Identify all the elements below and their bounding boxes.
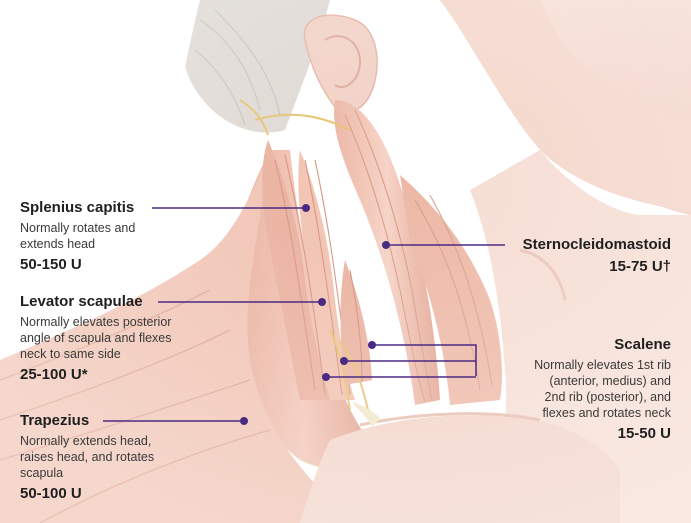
scalene-label: Scalene Normally elevates 1st rib (anter… (534, 336, 671, 443)
scalene-dot-2 (340, 357, 348, 365)
trapezius-label: Trapezius Normally extends head, raises … (20, 412, 154, 503)
levator-scapulae-label: Levator scapulae Normally elevates poste… (20, 293, 172, 384)
splenius-dot (302, 204, 310, 212)
splenius-capitis-description: Normally rotates and extends head (20, 220, 135, 252)
trapezius-dose: 50-100 U (20, 485, 154, 503)
levator-scapulae-name: Levator scapulae (20, 293, 172, 311)
splenius-capitis-dose: 50-150 U (20, 256, 135, 274)
scalene-dot-3 (322, 373, 330, 381)
scm-dot (382, 241, 390, 249)
sternocleidomastoid-label: Sternocleidomastoid 15-75 U† (523, 236, 671, 276)
trapezius-name: Trapezius (20, 412, 154, 430)
splenius-capitis-label: Splenius capitis Normally rotates and ex… (20, 199, 135, 274)
levator-dot (318, 298, 326, 306)
sternocleidomastoid-dose: 15-75 U† (523, 258, 671, 276)
splenius-capitis-name: Splenius capitis (20, 199, 135, 217)
scalene-name: Scalene (534, 336, 671, 354)
scalene-dot-1 (368, 341, 376, 349)
trapezius-description: Normally extends head, raises head, and … (20, 433, 154, 481)
levator-scapulae-dose: 25-100 U* (20, 366, 172, 384)
scalene-description: Normally elevates 1st rib (anterior, med… (534, 357, 671, 421)
scalene-dose: 15-50 U (534, 425, 671, 443)
trapezius-dot (240, 417, 248, 425)
levator-scapulae-description: Normally elevates posterior angle of sca… (20, 314, 172, 362)
sternocleidomastoid-name: Sternocleidomastoid (523, 236, 671, 254)
